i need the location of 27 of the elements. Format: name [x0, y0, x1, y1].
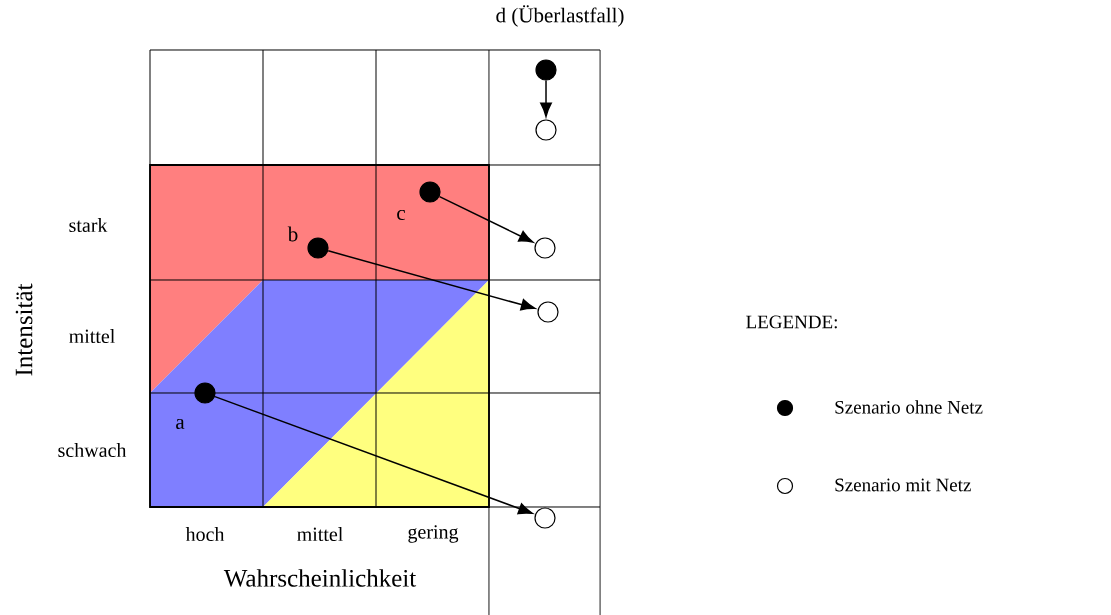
axis-label: gering	[408, 525, 459, 543]
empty-circle	[535, 119, 557, 141]
point-label: a	[176, 418, 185, 429]
axis-label: schwach	[58, 442, 127, 457]
point-label: d (Überlastfall)	[496, 5, 624, 27]
axis-label: LEGENDE:	[746, 315, 837, 329]
empty-circle	[534, 507, 556, 529]
point-label: b	[287, 226, 298, 242]
axis-label: stark	[69, 217, 108, 233]
axis-label: mittel	[69, 328, 115, 343]
axis-label: Wahrscheinlichkeit	[223, 569, 417, 587]
empty-circle	[537, 301, 559, 323]
arrow	[327, 250, 536, 311]
filled-dot	[307, 237, 329, 259]
legend-text: Szenario mit Netz	[835, 478, 971, 492]
filled-dot	[419, 181, 441, 203]
axis-label: mittel	[297, 526, 343, 541]
arrow	[214, 395, 533, 515]
arrow	[540, 79, 552, 118]
point-label: c	[397, 209, 405, 221]
arrow	[438, 195, 534, 243]
axis-label: Intensität	[15, 283, 33, 376]
filled-dot	[194, 382, 216, 404]
axis-label: hoch	[185, 526, 225, 541]
filled-dot	[535, 59, 557, 81]
empty-circle	[534, 237, 556, 259]
legend-text: Szenario ohne Netz	[835, 400, 983, 414]
